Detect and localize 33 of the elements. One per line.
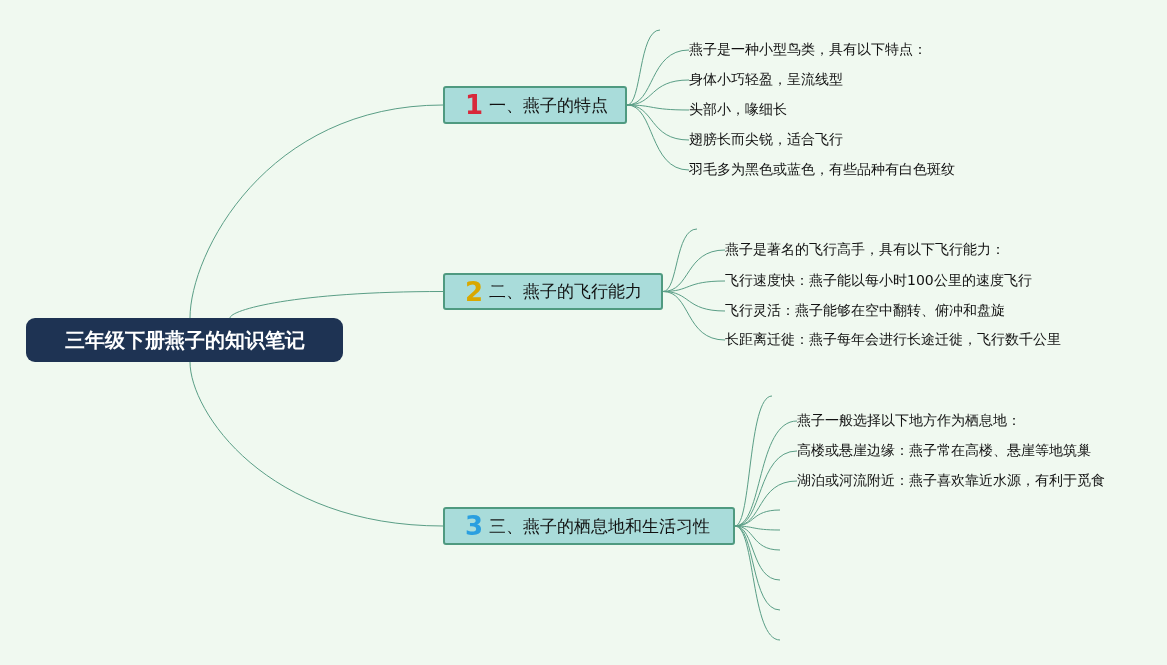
connector-curve: [662, 228, 698, 292]
connector-curve: [626, 104, 690, 171]
note-text: 飞行速度快：燕子能以每小时100公里的速度飞行: [725, 272, 1032, 290]
note-text: 身体小巧轻盈，呈流线型: [689, 71, 843, 89]
note-text: 燕子是著名的飞行高手，具有以下飞行能力：: [725, 241, 1005, 259]
topic-text: 一、燕子的特点: [489, 93, 609, 117]
note-text: 羽毛多为黑色或蓝色，有些品种有白色斑纹: [689, 161, 955, 179]
connector-curve: [626, 104, 690, 111]
connector-curve: [189, 361, 444, 527]
note-text: 翅膀长而尖锐，适合飞行: [689, 131, 843, 149]
note-text: 湖泊或河流附近：燕子喜欢靠近水源，有利于觅食: [797, 472, 1105, 490]
connector-curve: [662, 291, 726, 341]
note-text: 飞行灵活：燕子能够在空中翻转、俯冲和盘旋: [725, 302, 1005, 320]
connector-curve: [734, 525, 781, 641]
note-text: 燕子一般选择以下地方作为栖息地：: [797, 412, 1021, 430]
topic-box: [443, 507, 735, 545]
topic-box: [443, 273, 663, 310]
note-text: 燕子是一种小型鸟类，具有以下特点：: [689, 41, 927, 59]
topic-number: 3: [465, 513, 484, 539]
connector-curve: [189, 104, 444, 319]
connector-curve: [626, 29, 661, 106]
connector-curve: [626, 104, 690, 141]
note-text: 头部小，喙细长: [689, 101, 787, 119]
root-topic: 三年级下册燕子的知识笔记: [26, 318, 343, 362]
connector-curve: [229, 291, 444, 319]
topic-text: 二、燕子的飞行能力: [489, 280, 643, 303]
note-text: 高楼或悬崖边缘：燕子常在高楼、悬崖等地筑巢: [797, 442, 1091, 460]
topic-box: [443, 86, 627, 124]
topic-number: 2: [465, 278, 484, 305]
connector-curve: [734, 395, 773, 527]
note-text: 长距离迁徙：燕子每年会进行长途迁徙，飞行数千公里: [725, 331, 1061, 349]
topic-number: 1: [465, 92, 484, 118]
topic-text: 三、燕子的栖息地和生活习性: [489, 514, 711, 538]
